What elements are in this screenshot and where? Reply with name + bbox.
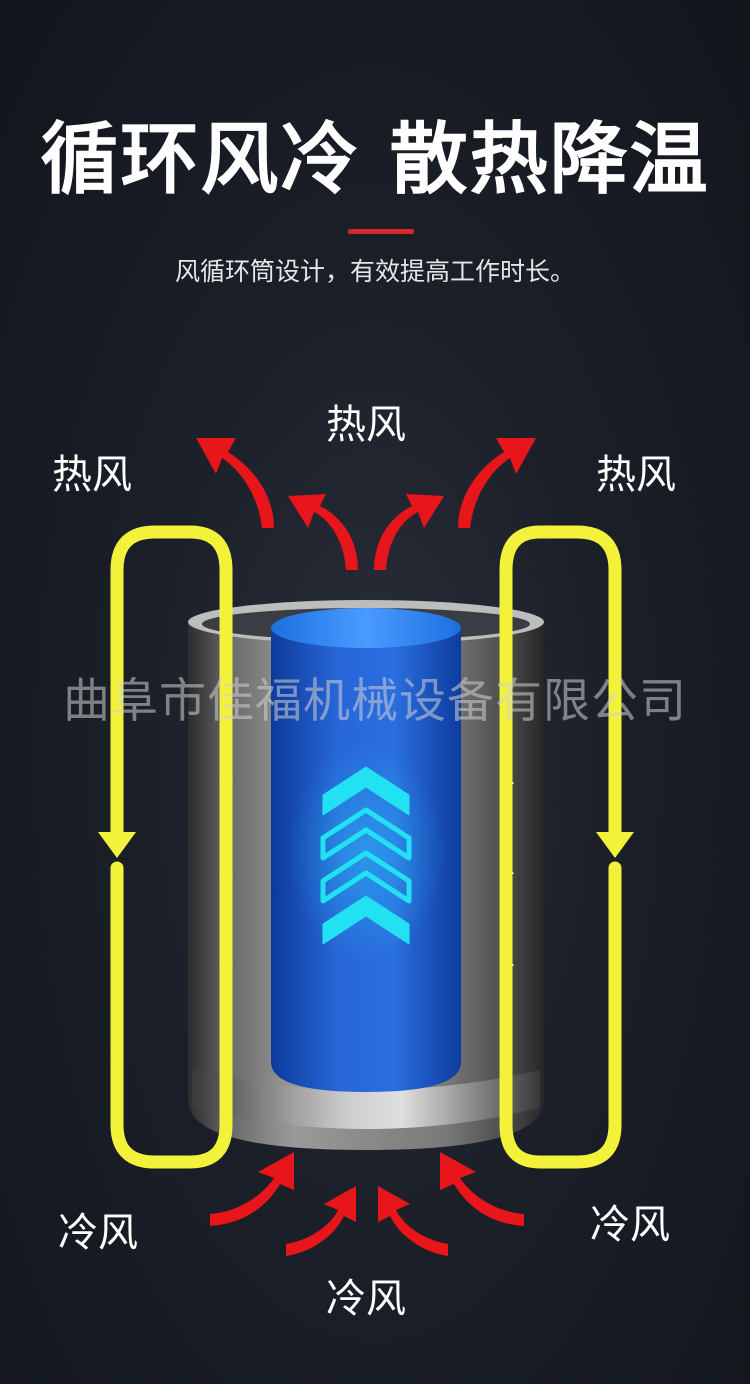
red-curved-arrow-icon <box>210 1152 524 1256</box>
label-hot-air-left: 热风 <box>52 452 132 498</box>
page-subtitle: 风循环筒设计，有效提高工作时长。 <box>174 257 575 286</box>
label-hot-air-top: 热风 <box>326 402 406 448</box>
page-title: 循环风冷 散热降温 <box>40 115 710 205</box>
cyan-chevron-up-icon <box>320 766 412 945</box>
label-cold-air-left: 冷风 <box>58 1210 138 1256</box>
label-cold-air-bottom: 冷风 <box>326 1276 406 1322</box>
label-cold-air-right: 冷风 <box>590 1202 670 1248</box>
title-accent-bar <box>348 229 414 234</box>
yellow-loop-arrow-icon <box>110 525 622 1169</box>
red-curved-arrow-icon <box>196 438 536 570</box>
company-watermark: 曲阜市佳福机械设备有限公司 <box>63 674 687 729</box>
label-hot-air-right: 热风 <box>596 452 676 498</box>
airflow-down-arrowheads <box>98 832 634 858</box>
